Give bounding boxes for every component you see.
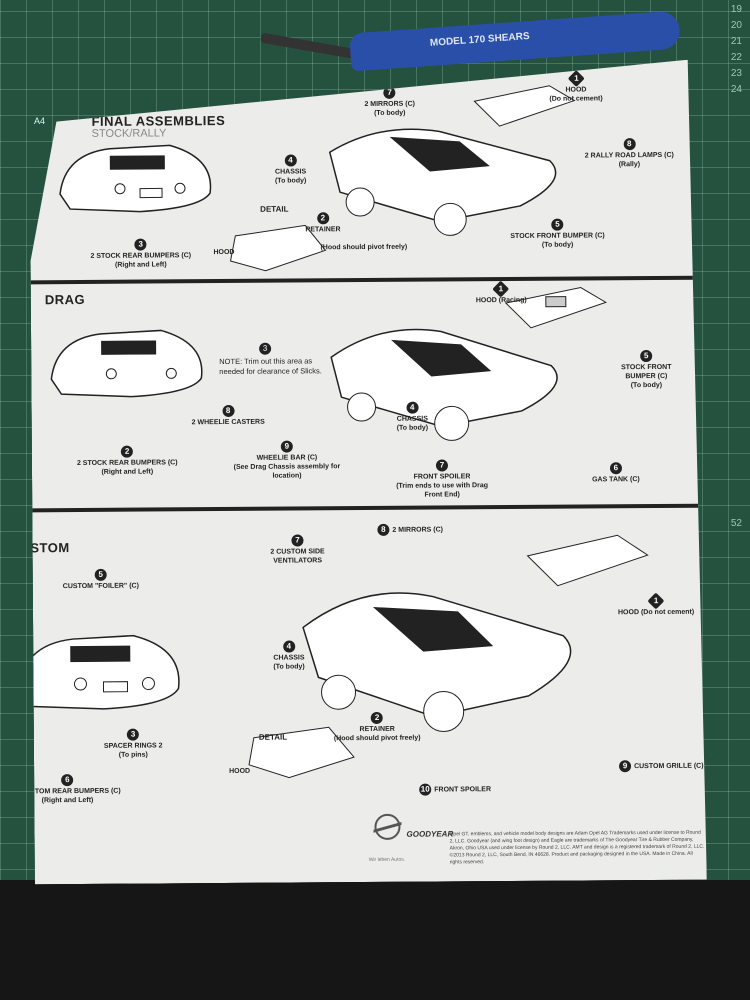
retainer-detail-drawing (244, 722, 364, 783)
rear-car-drawing (41, 318, 212, 409)
pivot-note: (Hood should pivot freely) (320, 243, 408, 252)
panel-title: DRAG (44, 291, 86, 308)
mat-number: 23 (730, 68, 742, 79)
legal-text: Opel GT, emblems, and vehicle model body… (449, 829, 705, 866)
rear-car-drawing (50, 133, 221, 224)
mat-corner-label: A4 (34, 116, 46, 126)
custom-car-drawing (293, 570, 594, 742)
stock-car-drawing (319, 111, 580, 233)
mat-number: 19 (730, 4, 742, 15)
hood-part-drawing (469, 81, 579, 132)
hood-label: HOOD (229, 767, 251, 775)
section-divider (32, 504, 704, 513)
racing-hood-drawing (501, 282, 611, 333)
goodyear-logo: GOODYEAR (406, 829, 454, 839)
mat-number: 21 (730, 36, 742, 47)
drag-car-drawing (321, 311, 582, 443)
detail-label: DETAIL (258, 732, 288, 742)
detail-label: DETAIL (260, 204, 289, 214)
opel-logo (374, 814, 400, 840)
shears-label: MODEL 170 SHEARS (429, 30, 530, 49)
mat-number: 52 (730, 518, 742, 529)
mat-number: 24 (730, 84, 742, 95)
custom-hood-drawing (522, 530, 652, 591)
custom-rear-car-drawing (8, 623, 189, 724)
mat-number: 20 (730, 20, 742, 31)
opel-tagline: Wir leben Autos. (368, 856, 406, 864)
hood-label: HOOD (213, 248, 235, 257)
retainer-detail-drawing (225, 220, 335, 276)
dark-surface (0, 880, 750, 1000)
mat-number: 22 (730, 52, 742, 63)
